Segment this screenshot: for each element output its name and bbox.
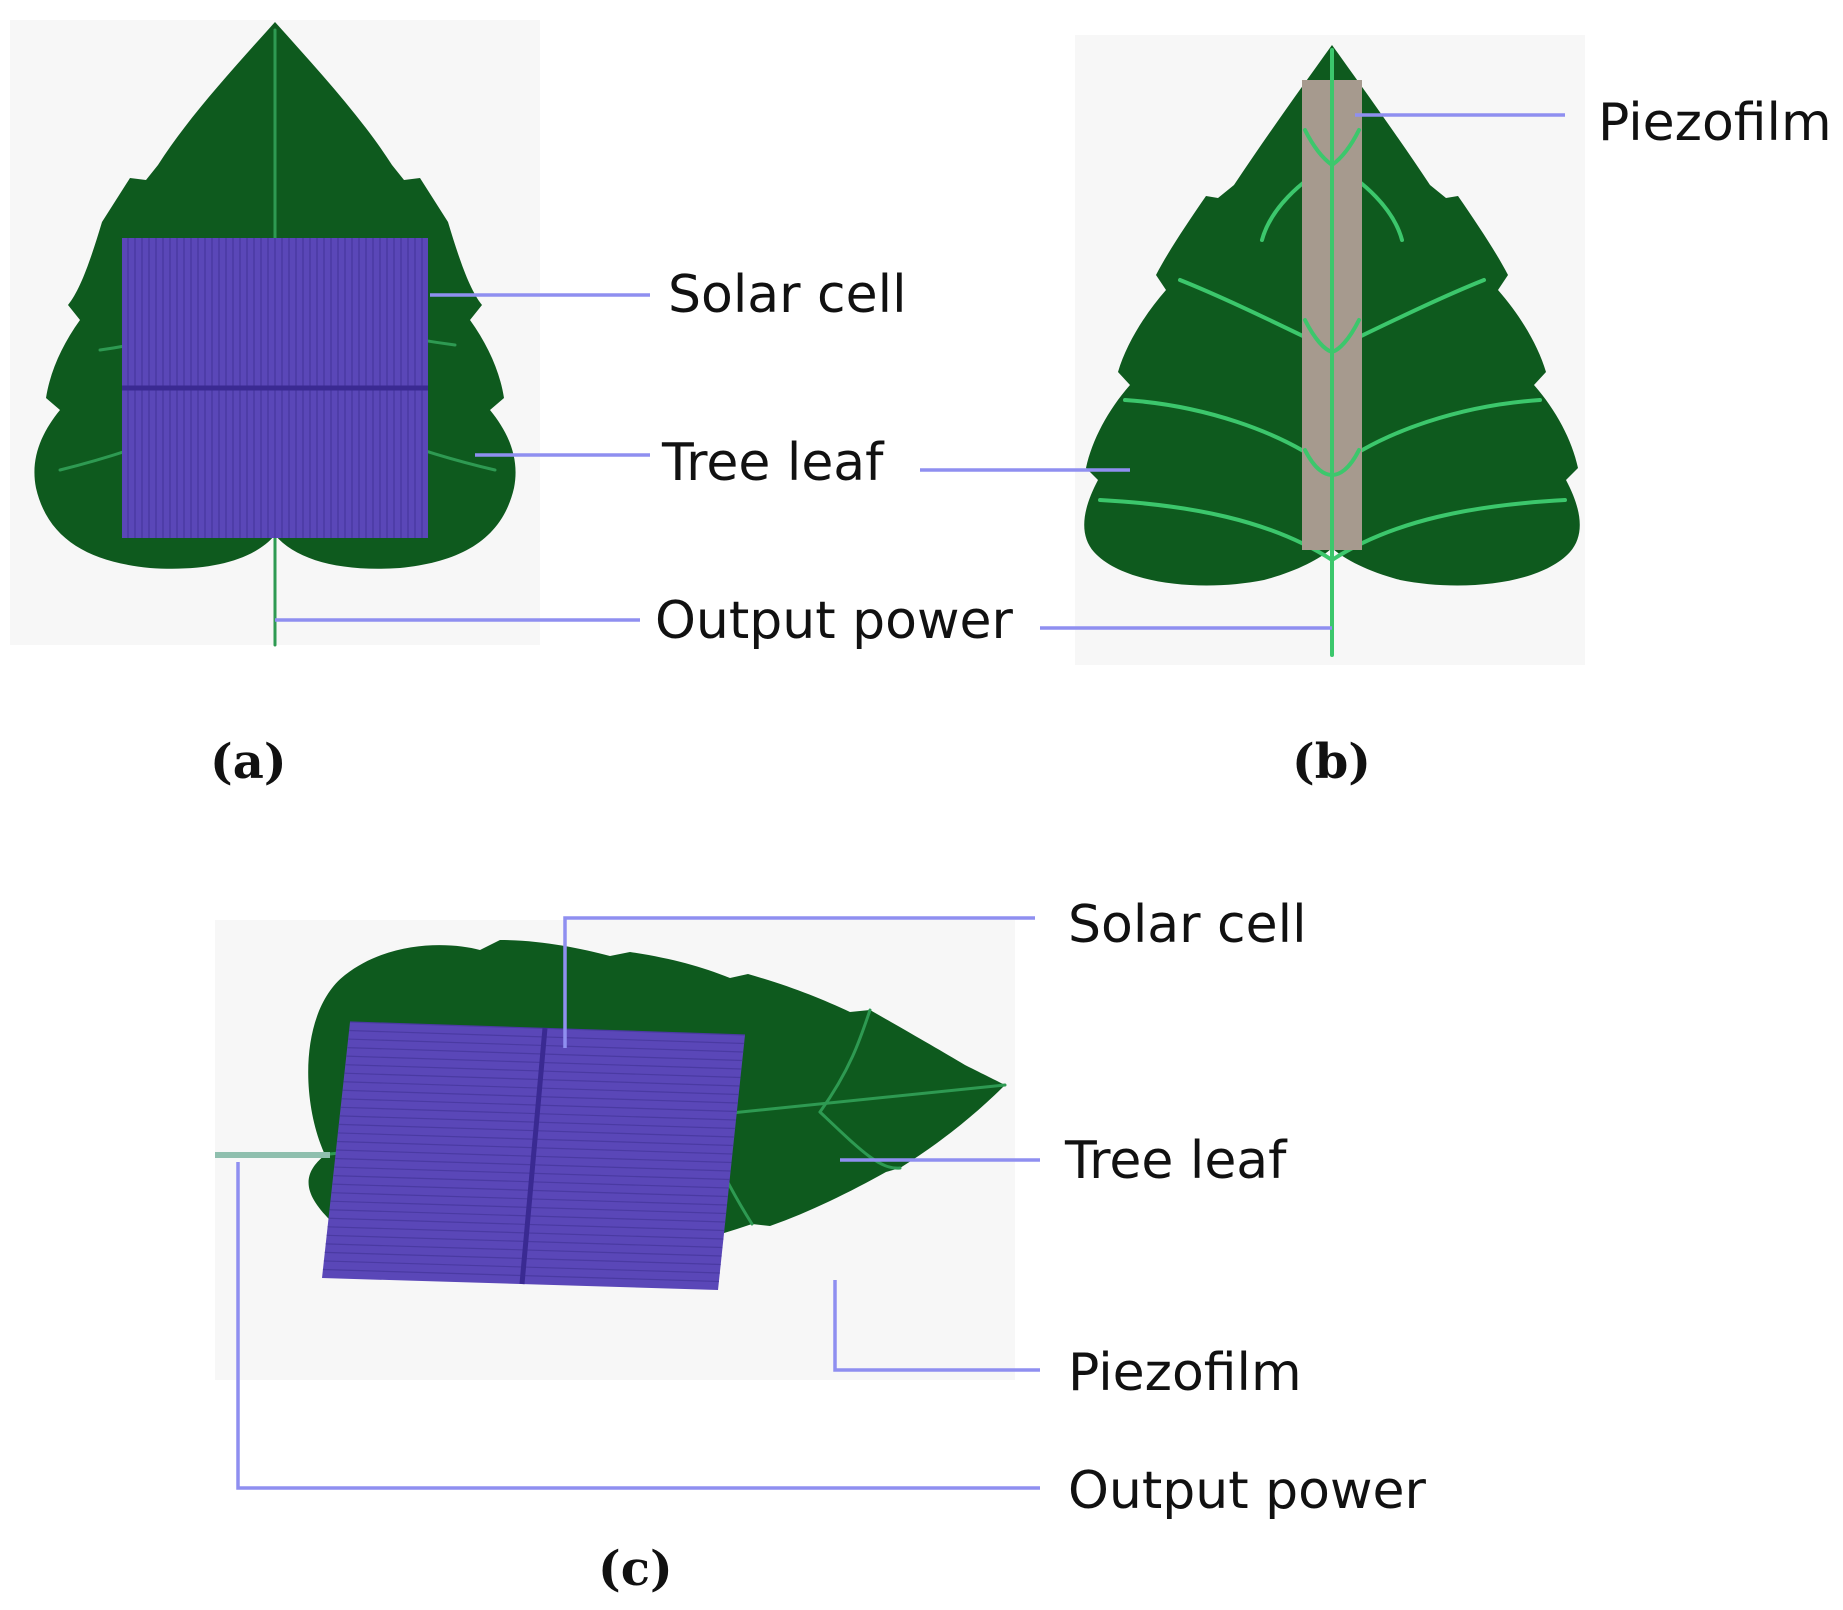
panel-a-tree-leaf-label: Tree leaf bbox=[661, 433, 885, 493]
panel-c-caption: (c) bbox=[598, 1541, 673, 1597]
panel-a-caption: (a) bbox=[210, 734, 287, 790]
panel-c-vein-1 bbox=[818, 1110, 902, 1170]
panel-c-output-power-label: Output power bbox=[1068, 1461, 1427, 1521]
panel-a-output-power-label: Output power bbox=[655, 591, 1014, 651]
panel-c-solar-cell-leader bbox=[563, 916, 1035, 1048]
panel-a-solar-cell-label: Solar cell bbox=[668, 265, 907, 325]
panel-b-film-vein-arc-3 bbox=[1303, 448, 1361, 478]
panel-c-solar-cell-divider bbox=[519, 1027, 548, 1285]
panel-c-vein-2 bbox=[818, 1008, 872, 1114]
panel-c: Solar cell Tree leaf Piezofilm Output po… bbox=[215, 895, 1427, 1597]
panel-b: Piezofilm (b) bbox=[920, 35, 1832, 790]
panel-c-output-power-leader bbox=[236, 1162, 1040, 1490]
panel-c-piezofilm-label: Piezofilm bbox=[1068, 1343, 1302, 1403]
solar-cell-stripe bbox=[349, 1021, 746, 1036]
panel-c-solar-cell-label: Solar cell bbox=[1068, 895, 1307, 955]
panel-a: Solar cell Tree leaf Output power (a) bbox=[10, 20, 1014, 790]
panel-b-piezofilm-label: Piezofilm bbox=[1598, 93, 1832, 153]
panel-b-film-vein-arc-1 bbox=[1303, 128, 1361, 168]
panel-c-tree-leaf-label: Tree leaf bbox=[1064, 1131, 1288, 1191]
panel-c-piezofilm-leader bbox=[833, 1280, 1040, 1372]
panel-b-caption: (b) bbox=[1292, 734, 1371, 790]
panel-b-film-vein-arc-2 bbox=[1303, 318, 1361, 355]
